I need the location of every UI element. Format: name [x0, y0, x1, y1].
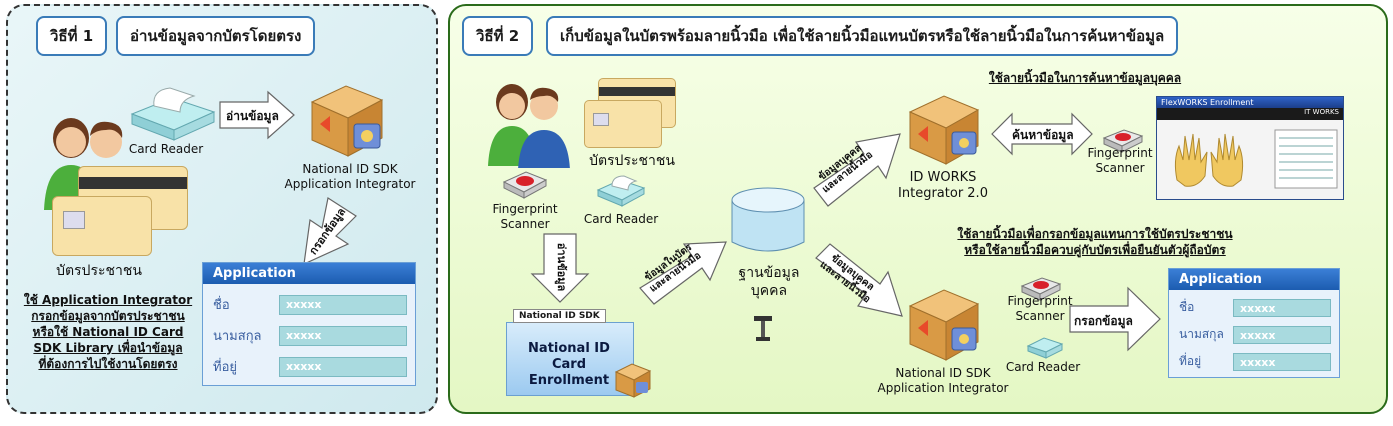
form-label: นามสกุล: [1179, 327, 1224, 341]
bottom-card-reader-label: Card Reader: [1005, 360, 1081, 374]
top-fingerprint-label: Fingerprint Scanner: [1087, 146, 1153, 175]
application-form-title: Application: [1169, 269, 1339, 290]
software-brand: IT WORKS: [1157, 108, 1343, 120]
form-field[interactable]: xxxxx: [279, 356, 407, 377]
fill-arrow: [303, 197, 357, 265]
card-reader-icon: [130, 87, 216, 141]
read-arrow-label: อ่านข้อมูล: [226, 109, 279, 123]
form-field[interactable]: xxxxx: [1233, 298, 1331, 317]
note-line: SDK Library เพื่อนำข้อมูล: [33, 341, 183, 355]
enrollment-app[interactable]: National ID SDK National ID Card Enrollm…: [506, 309, 634, 396]
db-to-bottom-arrow: [815, 243, 903, 317]
note-line: กรอกข้อมูลจากบัตรประชาชน: [31, 309, 185, 323]
note-line: หรือใช้ National ID Card: [32, 325, 184, 339]
database-icon: [731, 187, 805, 252]
database-label: ฐานข้อมูล บุคคล: [738, 265, 800, 299]
search-arrow-label: ค้นหาข้อมูล: [1012, 128, 1074, 142]
fill-arrow: [1069, 286, 1161, 352]
form-label: ชื่อ: [213, 298, 230, 313]
form-row-name: ชื่อ xxxxx: [213, 294, 407, 315]
integrator-label: National ID SDK Application Integrator: [284, 162, 416, 191]
search-arrow: [991, 112, 1093, 156]
form-label: ที่อยู่: [1179, 354, 1202, 368]
method2-title: เก็บข้อมูลในบัตรพร้อมลายนิ้วมือ เพื่อใช้…: [546, 16, 1179, 56]
form-label: ชื่อ: [1179, 300, 1195, 314]
bottom-fingerprint-label: Fingerprint Scanner: [1007, 294, 1073, 323]
fingerprint-label: Fingerprint Scanner: [492, 202, 558, 231]
bottom-heading-line: ใช้ลายนิ้วมือเพื่อกรอกข้อมูลแทนการใช้บัต…: [957, 227, 1233, 241]
application-form-2: Application ชื่อ xxxxx นามสกุล xxxxx ที่…: [1168, 268, 1340, 378]
application-form-title: Application: [203, 263, 415, 284]
fingerprint-scanner-icon: [1102, 129, 1144, 153]
bottom-heading: ใช้ลายนิ้วมือเพื่อกรอกข้อมูลแทนการใช้บัต…: [930, 226, 1260, 258]
form-field[interactable]: xxxxx: [279, 294, 407, 315]
top-heading: ใช้ลายนิ้วมือในการค้นหาข้อมูลบุคคล: [988, 71, 1182, 85]
software-window: FlexWORKS Enrollment IT WORKS: [1156, 96, 1344, 200]
bottom-integrator-label: National ID SDK Application Integrator: [877, 366, 1009, 395]
method2-tag: วิธีที่ 2: [462, 16, 534, 56]
id-card-label: บัตรประชาชน: [589, 153, 675, 169]
form-field[interactable]: xxxxx: [279, 325, 407, 346]
chip-icon: [63, 211, 85, 229]
people-icon: [488, 84, 570, 168]
fingerprint-scanner-icon: [1020, 277, 1062, 301]
form-row-surname: นามสกุล xxxxx: [1179, 325, 1331, 344]
integrator-box-icon: [908, 289, 980, 361]
software-window-title: FlexWORKS Enrollment: [1157, 97, 1343, 108]
form-row-address: ที่อยู่ xxxxx: [1179, 352, 1331, 371]
idworks-label: ID WORKS Integrator 2.0: [898, 170, 988, 201]
hands-icon: [1174, 129, 1338, 189]
form-label: นามสกุล: [213, 329, 262, 344]
read-arrow-down-label: อ่านข้อมูล: [555, 242, 569, 292]
card-reader-label: Card Reader: [128, 142, 204, 156]
read-arrow: [219, 90, 295, 140]
enrollment-tag: National ID SDK: [513, 309, 606, 323]
form-row-address: ที่อยู่ xxxxx: [213, 356, 407, 377]
application-form-1: Application ชื่อ xxxxx นามสกุล xxxxx ที่…: [202, 262, 416, 386]
db-to-top-arrow: [813, 133, 901, 207]
note-line: ใช้ Application Integrator: [23, 293, 193, 307]
method1-note: ใช้ Application Integrator กรอกข้อมูลจาก…: [18, 292, 198, 372]
form-row-surname: นามสกุล xxxxx: [213, 325, 407, 346]
fill-arrow-label: กรอกข้อมูล: [1074, 314, 1133, 328]
bottom-heading-line: หรือใช้ลายนิ้วมือควบคู่กับบัตรเพื่อยืนยั…: [964, 243, 1226, 257]
method1-title: อ่านข้อมูลจากบัตรโดยตรง: [116, 16, 316, 56]
enrollment-title: National ID Card Enrollment: [528, 341, 610, 388]
card-reader-icon: [1026, 337, 1064, 359]
idworks-integrator-icon: [908, 95, 980, 165]
form-field[interactable]: xxxxx: [1233, 352, 1331, 371]
id-card-label: บัตรประชาชน: [56, 263, 142, 279]
note-line: ที่ต้องการไปใช้งานโดยตรง: [38, 357, 178, 371]
fingerprint-scanner-icon: [502, 171, 548, 199]
chip-icon: [593, 113, 609, 126]
integrator-box-icon: [310, 85, 384, 157]
stand-icon: [754, 316, 772, 341]
card-reader-icon: [596, 175, 646, 207]
id-card-front: [584, 100, 662, 148]
store-arrow: [639, 241, 727, 305]
integrator-box-icon: [614, 363, 652, 398]
id-card-front: [52, 196, 152, 256]
form-label: ที่อยู่: [213, 360, 237, 375]
method1-tag: วิธีที่ 1: [36, 16, 108, 56]
card-reader-label: Card Reader: [583, 212, 659, 226]
read-arrow-down: [530, 233, 590, 303]
form-row-name: ชื่อ xxxxx: [1179, 298, 1331, 317]
form-field[interactable]: xxxxx: [1233, 325, 1331, 344]
